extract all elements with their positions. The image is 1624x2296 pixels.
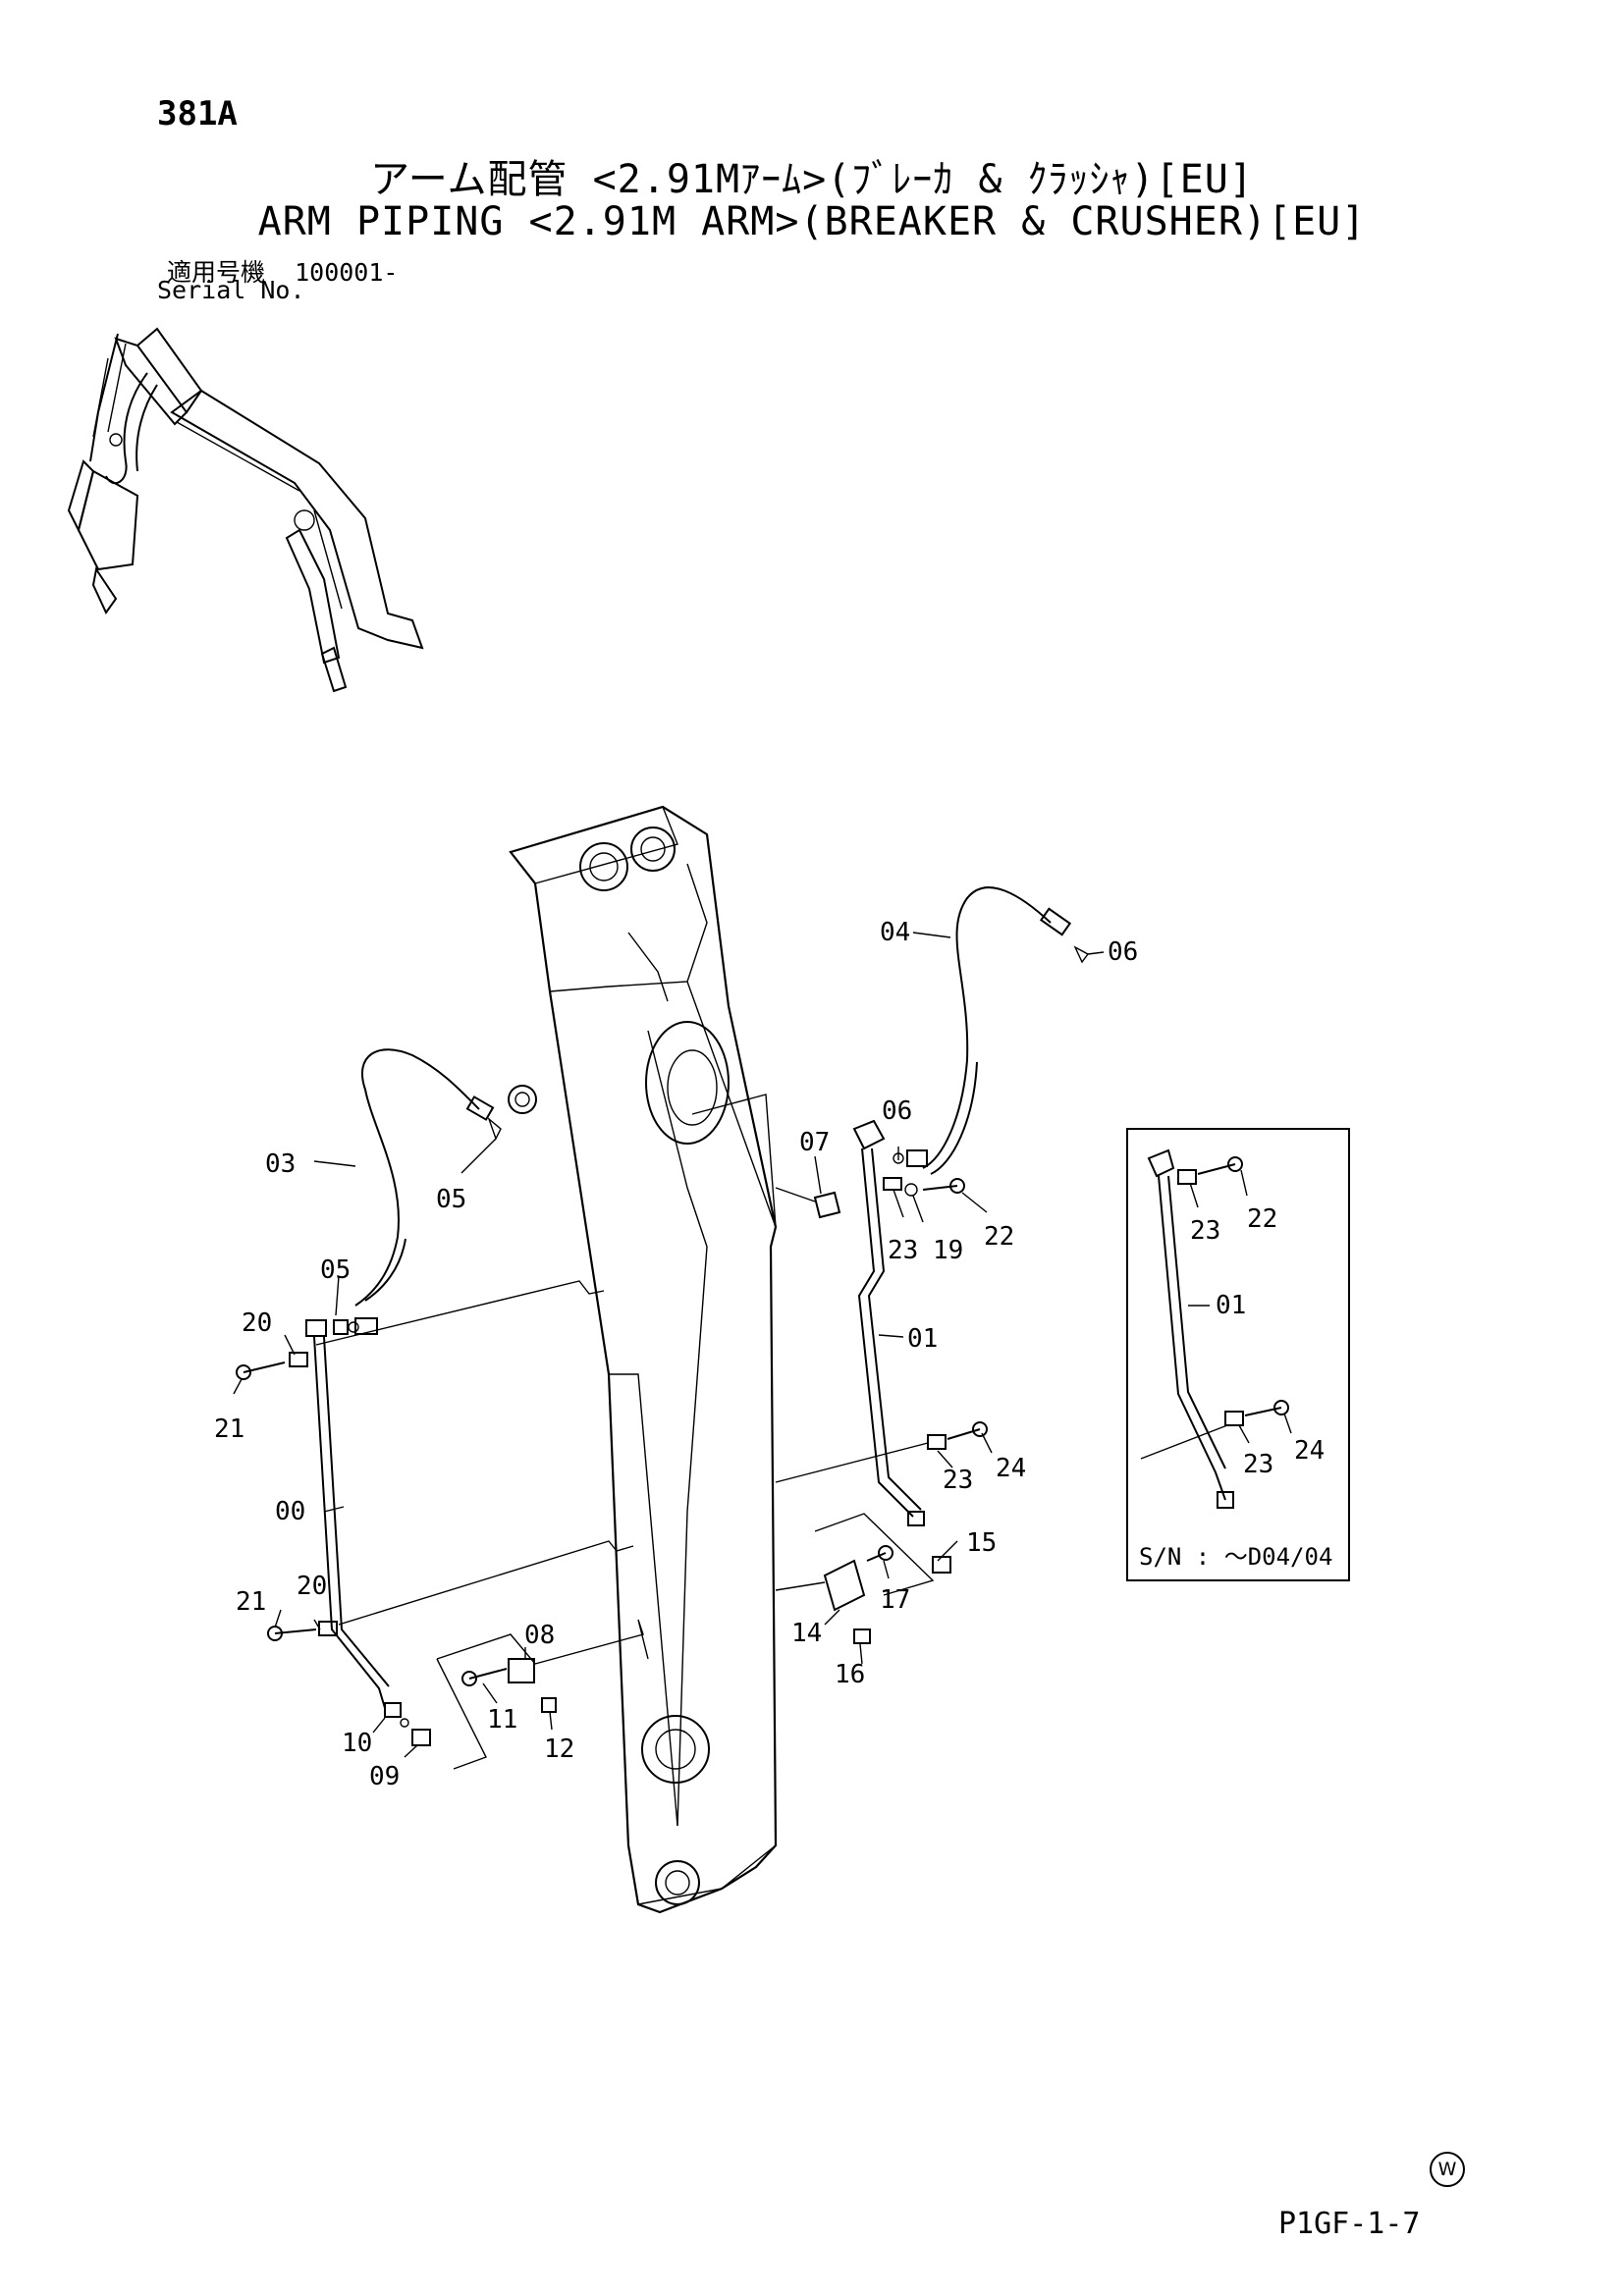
callout-08: 08 [524,1621,555,1650]
inset-callout-23-upper: 23 [1190,1216,1220,1246]
callout-17: 17 [880,1585,910,1615]
inset-detail [1126,1128,1350,1581]
serial-label-english: Serial No. [157,276,305,304]
right-piping [775,886,1090,1644]
callout-15: 15 [966,1528,997,1558]
callout-04: 04 [880,918,910,947]
machine-overview-sketch [67,327,424,693]
callout-07: 07 [799,1128,830,1157]
serial-label-japanese: 適用号機 100001- [167,258,399,287]
callout-23-upper: 23 [888,1236,918,1265]
callout-14: 14 [791,1619,822,1648]
inset-callout-22: 22 [1247,1204,1277,1234]
figure-code: P1GF-1-7 [1278,2207,1421,2241]
callout-10: 10 [342,1729,372,1758]
left-piping [236,1048,649,1770]
callout-21-upper: 21 [214,1415,244,1444]
callout-20-lower: 20 [297,1572,327,1601]
callout-labels: 04 06 03 05 07 06 05 20 21 23 19 22 01 0… [214,918,1332,1791]
callout-11: 11 [487,1705,517,1735]
w-mark-circle: W [1430,2152,1465,2187]
inset-callout-01: 01 [1216,1291,1246,1320]
callout-24: 24 [996,1454,1026,1483]
leader-lines [233,932,1292,1758]
inset-callout-24: 24 [1294,1436,1325,1466]
callout-00: 00 [275,1497,305,1526]
arm-body [508,805,778,1914]
callout-01: 01 [907,1324,938,1354]
page-number: 381A [157,94,238,133]
callout-23-lower: 23 [943,1466,973,1495]
callout-19: 19 [933,1236,963,1265]
title-japanese: アーム配管 <2.91Mｱｰﾑ>(ﾌﾞﾚｰｶ & ｸﾗｯｼｬ)[EU] [370,157,1254,202]
callout-22: 22 [984,1222,1014,1252]
callout-20-upper: 20 [242,1308,272,1338]
callout-05-fitting: 05 [320,1255,351,1285]
callout-05-hose-end: 05 [436,1185,466,1214]
callout-03: 03 [265,1149,296,1179]
inset-serial-range: S/N : ～D04/04 [1139,1543,1332,1571]
callout-06-hose-end: 06 [1108,937,1138,967]
callout-21-lower: 21 [236,1587,266,1617]
callout-12: 12 [544,1735,574,1764]
title-english: ARM PIPING <2.91M ARM>(BREAKER & CRUSHER… [257,199,1367,244]
callout-06-fitting: 06 [882,1096,912,1126]
inset-callout-23-lower: 23 [1243,1450,1273,1479]
callout-16: 16 [835,1660,865,1689]
callout-09: 09 [369,1762,400,1791]
